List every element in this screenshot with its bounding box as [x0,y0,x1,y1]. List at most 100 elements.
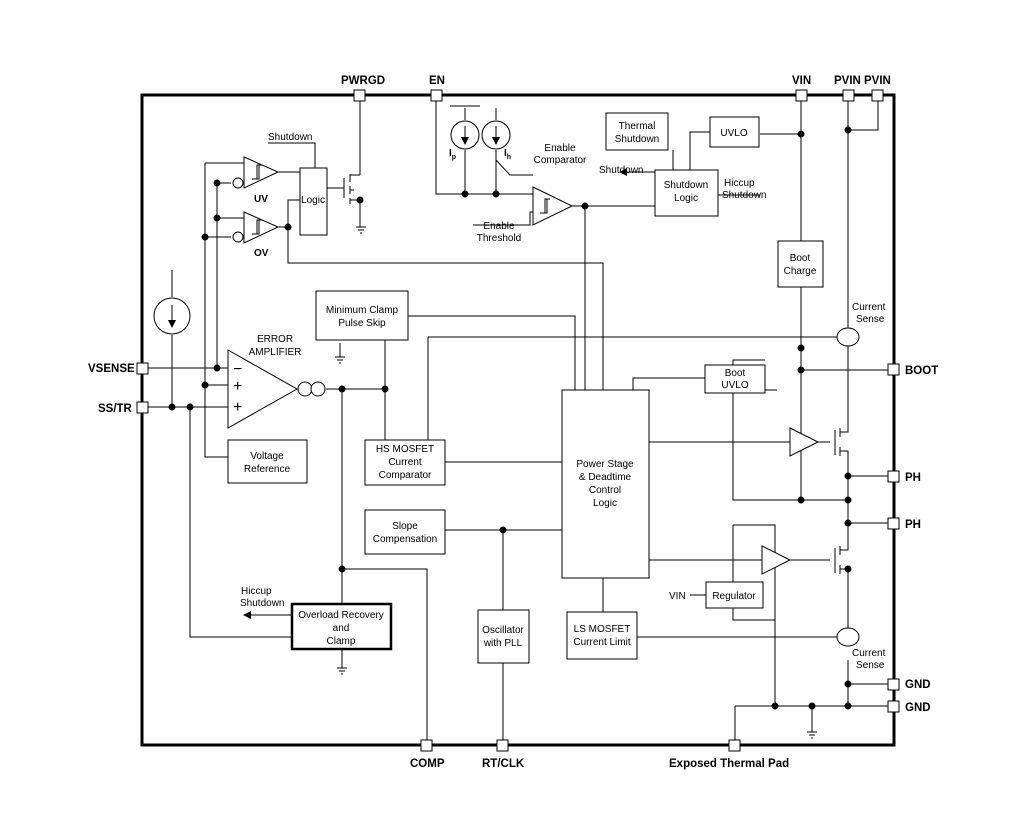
regulator-block [705,581,764,609]
chip-outline [140,93,896,747]
boot-charge-block [777,240,824,288]
error-amp-label-2: AMPLIFIER [249,347,302,358]
uv-label: UV [254,194,268,205]
junction-dots [168,126,852,710]
boot-uvlo-label-1: Boot [725,368,746,379]
pin-comp-label: COMP [410,758,445,770]
overload-recovery-block [290,602,393,651]
shutdown-logic-block [654,169,719,217]
regulator-label: Regulator [712,591,756,602]
ls-driver [761,545,792,575]
pin-vin-label: VIN [792,75,811,87]
power-stage-label-3: Control [589,485,621,496]
pin-ss-tr-label: SS/TR [98,403,133,415]
uvlo-label: UVLO [720,128,747,139]
hs-driver [789,427,820,457]
slope-comp-label-1: Slope [392,521,418,532]
ih-label: Ih [504,148,511,161]
boot-charge-label-2: Charge [784,266,817,277]
error-amp-label-1: ERROR [257,334,293,345]
current-source-ss [153,297,191,335]
current-sense-top [836,327,860,347]
oscillator-label-1: Oscillator [482,625,524,636]
overload-label-1: Overload Recovery [298,610,384,621]
enable-comparator [532,186,574,226]
current-source-ih [481,120,511,150]
enable-threshold-label-2: Threshold [477,233,521,244]
error-amp-minus: − [233,361,242,378]
ls-limit-label-2: Current Limit [573,637,630,648]
slope-compensation-block [364,509,446,555]
pin-ph2-label: PH [905,519,921,531]
vin-reg-label: VIN [669,591,686,602]
ov-label: OV [254,248,269,259]
min-clamp-label-1: Minimum Clamp [326,305,399,316]
oscillator-block [477,609,530,664]
pin-gnd1-label: GND [905,679,931,691]
error-amplifier [227,349,326,429]
boot-uvlo-block [704,364,766,394]
ov-comparator [232,211,280,244]
current-source-ip [450,120,480,150]
boot-charge-label-1: Boot [790,253,811,264]
min-clamp-block [315,290,409,341]
voltage-reference-block [227,439,308,484]
thermal-shutdown-label-2: Shutdown [615,134,659,145]
enable-threshold-label-1: Enable [483,221,515,232]
hs-comp-label-1: HS MOSFET [376,444,434,455]
current-sense-bottom [836,627,860,647]
pin-pwrgd-label: PWRGD [341,75,385,87]
pwrgd-mosfet [343,174,360,204]
power-stage-label-2: & Deadtime [579,472,632,483]
pin-pvin2-label: PVIN [864,75,891,87]
wiring [148,95,893,740]
error-amp-plus-2: + [233,399,242,416]
ip-label: Ip [449,148,456,161]
current-sense-bottom-label-1: Current [852,648,886,659]
hiccup-left-label-1: Hiccup [241,586,272,597]
uv-comparator [232,156,280,189]
hs-comp-label-3: Comparator [379,470,432,481]
current-sense-top-label-1: Current [852,302,886,313]
enable-comparator-label-2: Comparator [534,155,587,166]
shutdown-arrow-label: Shutdown [599,165,643,176]
hs-comp-label-2: Current [388,457,422,468]
shutdown-logic-label-2: Logic [674,193,698,204]
pin-pvin1-label: PVIN [834,75,861,87]
current-sense-top-label-2: Sense [856,314,885,325]
pin-vsense-label: VSENSE [88,363,135,375]
voltage-ref-label-2: Reference [244,464,291,475]
current-sense-bottom-label-2: Sense [856,660,885,671]
logic-label: Logic [301,195,325,206]
pin-thermal-pad-label: Exposed Thermal Pad [669,758,789,770]
boot-uvlo-label-2: UVLO [721,380,748,391]
enable-comparator-label-1: Enable [544,143,576,154]
overload-label-2: and [333,623,350,634]
power-stage-label-1: Power Stage [576,459,634,470]
shutdown-top-label: Shutdown [268,132,312,143]
min-clamp-label-2: Pulse Skip [338,318,386,329]
pin-rt-clk-label: RT/CLK [482,758,525,770]
pin-gnd2-label: GND [905,702,931,714]
overload-label-3: Clamp [327,636,356,647]
hiccup-right-label-1: Hiccup [724,178,755,189]
hiccup-left-label-2: Shutdown [240,598,284,609]
uvlo-block [709,116,760,148]
logic-block [299,167,328,236]
ls-limit-block [566,611,638,660]
voltage-ref-label-1: Voltage [250,451,284,462]
hiccup-right-label-2: Shutdown [722,190,766,201]
thermal-shutdown-block [605,112,669,151]
thermal-shutdown-label-1: Thermal [619,121,656,132]
power-stage-block [561,389,650,579]
power-stage-label-4: Logic [593,498,617,509]
hs-comparator-block [364,439,446,486]
pin-ph1-label: PH [905,472,921,484]
pin-boot-label: BOOT [905,365,938,377]
ls-limit-label-1: LS MOSFET [574,624,631,635]
oscillator-label-2: with PLL [483,638,523,649]
pin-en-label: EN [429,75,445,87]
shutdown-logic-label-1: Shutdown [664,180,708,191]
pin-squares [136,89,900,752]
